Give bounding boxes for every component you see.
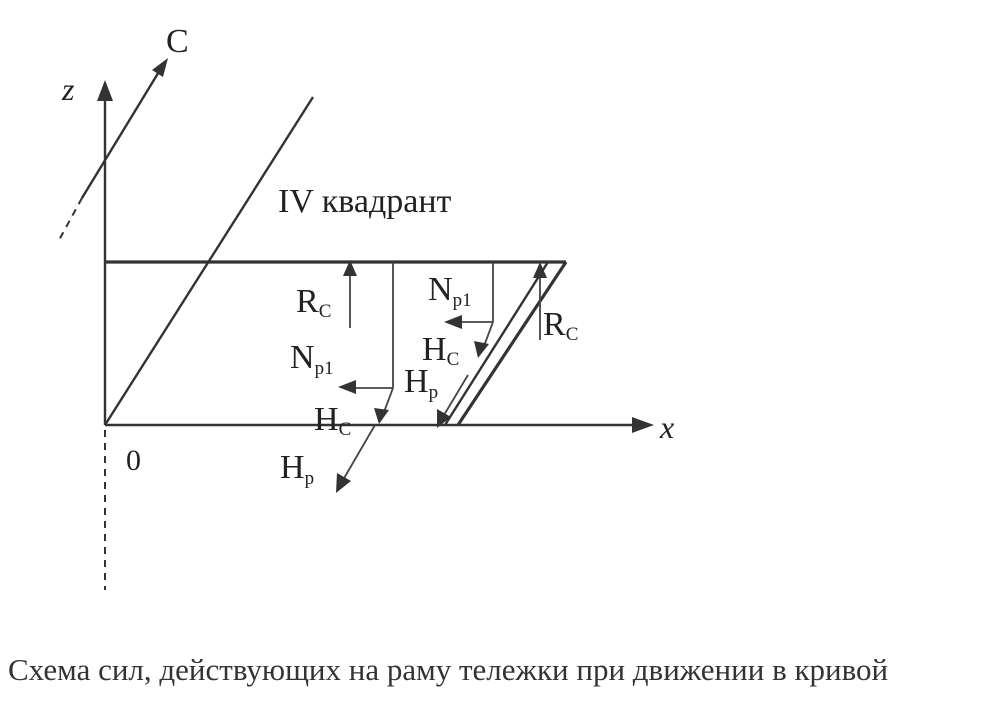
- h-p-bottom-arrowhead: [336, 473, 351, 493]
- h-p-bottom-label: Hp: [280, 449, 314, 489]
- z-axis-arrowhead: [97, 80, 113, 101]
- h-p-bottom-arrow-shaft: [342, 424, 376, 481]
- frame-right-edge: [456, 261, 568, 426]
- n-p1-right-arrowhead: [444, 315, 462, 329]
- h-p-mid-arrow-shaft: [443, 374, 469, 416]
- r-c-left-arrowhead: [343, 260, 357, 276]
- h-c-right-arrow-shaft: [483, 321, 494, 347]
- c-axis-line: [80, 69, 162, 199]
- h-c-right-arrowhead: [474, 341, 489, 358]
- h-p-mid-arrowhead: [437, 409, 451, 428]
- h-p-mid-label: Hp: [404, 363, 438, 403]
- c-axis-label: C: [166, 23, 189, 60]
- h-c-right-label: HC: [422, 331, 459, 370]
- h-c-bottom-label: HC: [314, 401, 351, 440]
- n-p1-left-arrowhead: [338, 380, 356, 394]
- c-axis-dashed-extension: [57, 197, 83, 243]
- x-axis-arrowhead: [632, 417, 654, 433]
- inner-slant-line: [443, 261, 550, 426]
- n-p1-left-label: Np1: [290, 339, 334, 379]
- r-c-left-label: RC: [296, 283, 331, 322]
- quadrant-label: IV квадрант: [278, 183, 452, 220]
- h-c-bottom-arrowhead: [374, 408, 389, 424]
- diagram-caption: Схема сил, действующих на раму тележки п…: [8, 652, 888, 687]
- n-p1-right-label: Np1: [428, 271, 472, 311]
- x-axis-label: x: [659, 409, 674, 445]
- h-c-bottom-arrow-shaft: [383, 387, 394, 413]
- c-axis-arrowhead: [152, 58, 168, 77]
- z-axis-label: z: [61, 71, 75, 107]
- r-c-right-arrowhead: [533, 262, 547, 278]
- origin-label: 0: [126, 444, 141, 477]
- r-c-right-label: RC: [543, 306, 578, 345]
